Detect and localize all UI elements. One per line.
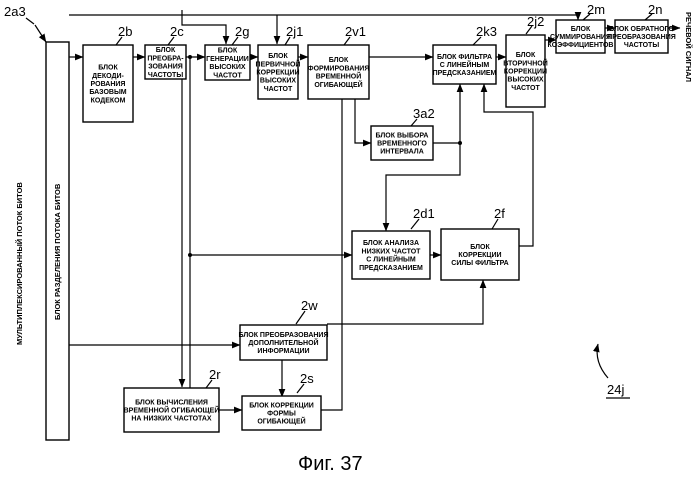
secondary-corr-label-line: ЧАСТОТ (511, 85, 540, 92)
primary-corr-label-line: ПЕРВИЧНОЙ (256, 59, 301, 68)
aux-conv-label-line: БЛОК ПРЕОБРАЗОВАНИЯ (238, 332, 328, 339)
lf-analysis-label-line: С ЛИНЕЙНЫМ (366, 255, 416, 264)
ref-2j1: 2j1 (286, 24, 303, 39)
ref-2s: 2s (300, 371, 314, 386)
secondary-corr-label-line: ВЫСОКИХ (507, 77, 544, 84)
ref-2n: 2n (648, 2, 662, 17)
coef-sum-label-line: СУММИРОВАНИЯ (550, 34, 611, 41)
figure-caption: Фиг. 37 (298, 453, 363, 475)
aux-conv-label-line: ИНФОРМАЦИИ (257, 348, 309, 355)
lp-filter-label-line: ПРЕДСКАЗАНИЕМ (433, 70, 497, 77)
lf-env-calc-label-line: НА НИЗКИХ ЧАСТОТАХ (131, 416, 212, 423)
arrow-envshape-envform (321, 84, 342, 410)
lf-analysis-label: БЛОК АНАЛИЗАНИЗКИХ ЧАСТОТС ЛИНЕЙНЫМПРЕДС… (359, 240, 423, 272)
decode-label-line: БЛОК (98, 65, 118, 72)
leader-2a3 (26, 18, 34, 24)
secondary-corr-label-line: ВТОРИЧНОЙ (503, 58, 548, 67)
time-sel-label-line: ВРЕМЕННОГО (377, 141, 427, 148)
inv-conv-label-line: ПРЕОБРАЗОВАНИЯ (607, 34, 676, 41)
hf-gen-label-line: ГЕНЕРАЦИИ (206, 56, 249, 63)
decode-label-line: ДЕКОДИ- (92, 73, 124, 80)
lp-filter-label-line: С ЛИНЕЙНЫМ (440, 60, 490, 69)
coef-sum-label-line: КОЭФФИЦИЕНТОВ (548, 42, 614, 49)
primary-corr-label-line: КОРРЕКЦИИ (256, 70, 299, 77)
lf-analysis-label-line: НИЗКИХ ЧАСТОТ (362, 248, 422, 255)
env-shape-corr-label-line: ФОРМЫ (267, 411, 296, 418)
demux-label: БЛОК РАЗДЕЛЕНИЯ ПОТОКА БИТОВ (53, 183, 62, 320)
aux-conv-label-line: ДОПОЛНИТЕЛЬНОЙ (248, 338, 318, 347)
ref-2k3: 2k3 (476, 24, 497, 39)
lf-env-calc-label: БЛОК ВЫЧИСЛЕНИЯВРЕМЕННОЙ ОГИБАЮЩЕЙНА НИЗ… (124, 399, 220, 422)
ref-2w: 2w (301, 298, 318, 313)
speech-output-label: РЕЧЕВОЙ СИГНАЛ (684, 12, 693, 82)
ref-2d1: 2d1 (413, 206, 435, 221)
filter-strength-label-line: БЛОК (470, 244, 490, 251)
ref-2r: 2r (209, 367, 221, 382)
freq-conv-label-line: БЛОК (156, 47, 176, 54)
env-form-label-line: ОГИБАЮЩЕЙ (314, 80, 362, 89)
env-shape-corr-label-line: БЛОК КОРРЕКЦИИ (249, 402, 314, 409)
junction-lfanalysis (188, 253, 192, 257)
time-sel-label: БЛОК ВЫБОРА ВРЕМЕННОГОИНТЕРВАЛА (376, 132, 429, 155)
blocks: БЛОК РАЗДЕЛЕНИЯ ПОТОКА БИТОВ БЛОКДЕКОДИ-… (46, 20, 676, 440)
decode-label-line: БАЗОВЫМ (89, 89, 126, 96)
ref-2g: 2g (235, 24, 249, 39)
env-shape-corr-label-line: ОГИБАЮЩЕЙ (257, 417, 305, 426)
decode-label-line: КОДЕКОМ (91, 97, 126, 104)
ref-2m: 2m (587, 2, 605, 17)
bus-top-sum (69, 15, 578, 20)
inv-conv-label-line: БЛОК ОБРАТНОГО (609, 26, 674, 33)
hf-gen-label-line: ВЫСОКИХ (209, 64, 246, 71)
ref-2a3: 2a3 (4, 4, 26, 19)
time-sel-label-line: ИНТЕРВАЛА (380, 149, 424, 156)
env-form-label-line: ВРЕМЕННОЙ (316, 72, 361, 81)
env-form-label-line: ФОРМИРОВАНИЯ (308, 65, 370, 72)
lf-analysis-label-line: БЛОК АНАЛИЗА (363, 240, 419, 247)
env-form-label-line: БЛОК (329, 57, 349, 64)
decode-label-line: РОВАНИЯ (91, 81, 126, 88)
ref-2b: 2b (118, 24, 132, 39)
ref-2c: 2c (170, 24, 184, 39)
input-stream-label: МУЛЬТИПЛЕКСИРОВАННЫЙ ПОТОК БИТОВ (15, 182, 24, 345)
junction-freqconv (188, 55, 192, 59)
lf-env-calc-label-line: БЛОК ВЫЧИСЛЕНИЯ (135, 399, 208, 406)
secondary-corr-label-line: КОРРЕКЦИИ (504, 69, 547, 76)
hf-gen-label-line: ЧАСТОТ (213, 72, 242, 79)
lf-env-calc-label-line: ВРЕМЕННОЙ ОГИБАЮЩЕЙ (124, 406, 220, 415)
filter-strength-label-line: КОРРЕКЦИИ (458, 252, 501, 259)
coef-sum-label-line: БЛОК (571, 26, 591, 33)
ref-2f: 2f (494, 206, 505, 221)
input-arrow (35, 25, 46, 42)
lp-filter-label-line: БЛОК ФИЛЬТРА (437, 54, 492, 61)
arrow-aux-strength (327, 280, 483, 324)
inv-conv-label-line: ЧАСТОТЫ (624, 42, 660, 49)
ref-2j2: 2j2 (527, 14, 544, 29)
primary-corr-label-line: ВЫСОКИХ (260, 78, 297, 85)
freq-conv-label-line: ЗОВАНИЯ (148, 64, 183, 71)
primary-corr-label-line: БЛОК (268, 53, 288, 60)
primary-corr-label-line: ЧАСТОТ (264, 86, 293, 93)
ref-3a2: 3a2 (413, 106, 435, 121)
time-sel-label-line: БЛОК ВЫБОРА (376, 132, 429, 139)
filter-strength-label-line: СИЛЫ ФИЛЬТРА (451, 260, 508, 267)
arrow-timesel-lpfilter (433, 84, 460, 143)
freq-conv-label-line: ПРЕОБРА- (147, 55, 184, 62)
arrow-strength-lpfilter (484, 84, 533, 246)
hf-gen-label-line: БЛОК (218, 48, 238, 55)
ref-24j: 24j (607, 382, 624, 397)
secondary-corr-label-line: БЛОК (516, 52, 536, 59)
ref-2v1: 2v1 (345, 24, 366, 39)
leader-24j (597, 344, 608, 378)
lp-filter-label: БЛОК ФИЛЬТРАС ЛИНЕЙНЫМПРЕДСКАЗАНИЕМ (433, 54, 497, 77)
lf-analysis-label-line: ПРЕДСКАЗАНИЕМ (359, 265, 423, 272)
freq-conv-label-line: ЧАСТОТЫ (148, 72, 184, 79)
junction-timesel (458, 141, 462, 145)
